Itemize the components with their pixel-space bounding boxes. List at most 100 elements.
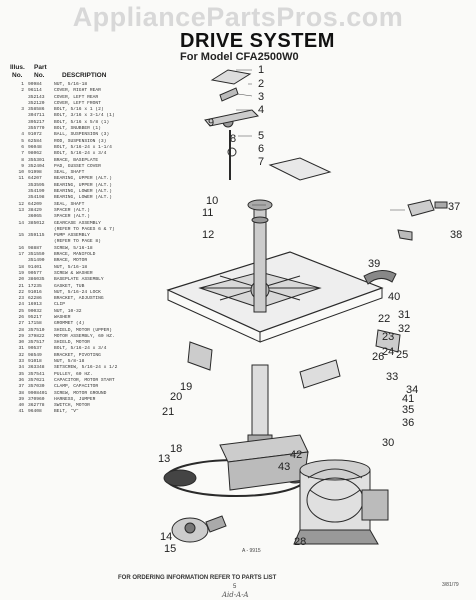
parts-cell-desc: SEAL, SHAFT xyxy=(54,201,85,207)
parts-cell-desc: BEARING, UPPER (ALT.) xyxy=(54,182,112,188)
parts-cell-desc: (REFER TO PAGE 8) xyxy=(54,239,101,245)
callout-38: 38 xyxy=(450,229,462,241)
parts-cell-no: 39 xyxy=(18,396,24,402)
parts-cell-no: 31 xyxy=(18,346,24,352)
parts-cell-part: 90537 xyxy=(28,346,42,352)
parts-cell-part: 98062 xyxy=(28,151,42,157)
parts-cell-part: 354199 xyxy=(28,189,45,195)
suspension-assembly xyxy=(204,69,260,180)
parts-cell-desc: SWITCH, MOTOR xyxy=(54,403,90,409)
parts-cell-no: 29 xyxy=(18,333,24,339)
exploded-diagram: 1234567891011121314151617181920212223242… xyxy=(158,64,462,555)
parts-cell-no: 22 xyxy=(18,289,24,295)
parts-cell-desc: BELT, "V" xyxy=(54,409,79,415)
parts-cell-part: 16913 xyxy=(28,302,42,308)
parts-cell-no: 38 xyxy=(18,390,24,396)
parts-cell-no: 12 xyxy=(18,201,24,207)
parts-cell-desc: SPACER (ALT.) xyxy=(54,207,90,213)
parts-cell-part: 91998 xyxy=(28,170,42,176)
parts-cell-part: 395217 xyxy=(28,119,45,125)
model-subtitle: For Model CFA2500W0 xyxy=(180,51,299,63)
parts-cell-part: 352143 xyxy=(28,94,45,100)
figure-id: A - 9915 xyxy=(242,548,261,554)
parts-cell-desc: SETSCREW, 5/16-24 x 1/2 xyxy=(54,365,118,371)
parts-cell-desc: SHIELD, MOTOR xyxy=(54,340,90,346)
baseplate-assembly xyxy=(166,251,384,343)
parts-cell-part: 98887 xyxy=(28,245,42,251)
parts-cell-part: 362778 xyxy=(28,403,45,409)
callout-20: 20 xyxy=(170,391,182,403)
parts-cell-desc: BRACE, MOTOR xyxy=(54,258,88,264)
capacitor-parts xyxy=(363,199,448,285)
parts-cell-desc: COVER, RIGHT REAR xyxy=(54,88,101,94)
parts-cell-part: 96114 xyxy=(28,88,42,94)
parts-cell-desc: HARNESS, JUMPER xyxy=(54,396,96,402)
parts-cell-no: 9 xyxy=(21,163,24,169)
parts-cell-desc: BOLT, 5/16 x 1 (2) xyxy=(54,107,104,113)
parts-cell-part: 354198 xyxy=(28,195,45,201)
parts-cell-part: 355301 xyxy=(28,157,45,163)
parts-cell-desc: CAPACITOR, MOTOR START xyxy=(54,377,115,383)
parts-cell-no: 16 xyxy=(18,245,24,251)
parts-cell-part: 357030 xyxy=(28,384,45,390)
parts-cell-no: 27 xyxy=(18,321,24,327)
parts-cell-no: 19 xyxy=(18,270,24,276)
parts-cell-desc: ROD, SUSPENSION (3) xyxy=(54,138,107,144)
parts-cell-desc: SPACER (ALT.) xyxy=(54,214,90,220)
parts-cell-no: 6 xyxy=(21,144,24,150)
parts-cell-desc: BRACKET, ADJUSTING xyxy=(54,296,104,302)
motor-assembly xyxy=(293,459,389,545)
parts-cell-desc: SCREW, MOTOR GROUND xyxy=(54,390,107,396)
callout-28: 28 xyxy=(294,536,306,548)
parts-cell-desc: WASHER xyxy=(54,314,71,320)
parts-cell-part: 351490 xyxy=(28,258,45,264)
parts-cell-desc: GEARCASE ASSEMBLY xyxy=(54,220,101,226)
parts-cell-no: 13 xyxy=(18,207,24,213)
parts-cell-desc: COVER, LEFT REAR xyxy=(54,94,99,100)
parts-cell-desc: NUT, 10-32 xyxy=(54,308,82,314)
callout-34: 34 xyxy=(406,384,418,396)
parts-cell-part: 90984 xyxy=(28,82,42,87)
parts-cell-desc: NUT, 5/16-18 xyxy=(54,264,88,270)
callout-31: 31 xyxy=(398,309,410,321)
parts-cell-no: 25 xyxy=(18,308,24,314)
drive-shaft xyxy=(247,199,273,450)
parts-cell-no: 17 xyxy=(18,252,24,258)
callout-36: 36 xyxy=(402,417,414,429)
parts-cell-no: 7 xyxy=(21,151,24,157)
parts-cell-desc: SEAL, SHAFT xyxy=(54,170,85,176)
callout-10: 10 xyxy=(206,195,218,207)
parts-cell-part: 95217 xyxy=(28,314,42,320)
header-illus: Illus. xyxy=(10,64,25,71)
parts-cell-desc: GASKET, TUB xyxy=(54,283,85,289)
parts-cell-part: 379822 xyxy=(28,333,45,339)
parts-cell-no: 3 xyxy=(21,107,24,113)
parts-cell-part: 96048 xyxy=(28,144,42,150)
parts-cell-no: 14 xyxy=(18,220,24,226)
parts-cell-no: 28 xyxy=(18,327,24,333)
parts-cell-desc: BRACE, BASEPLATE xyxy=(54,157,99,163)
pump-assembly xyxy=(171,515,227,543)
diagram-drawing xyxy=(163,69,448,545)
parts-cell-desc: BOLT, 3/16 x 3-1/4 (1) xyxy=(54,113,115,119)
